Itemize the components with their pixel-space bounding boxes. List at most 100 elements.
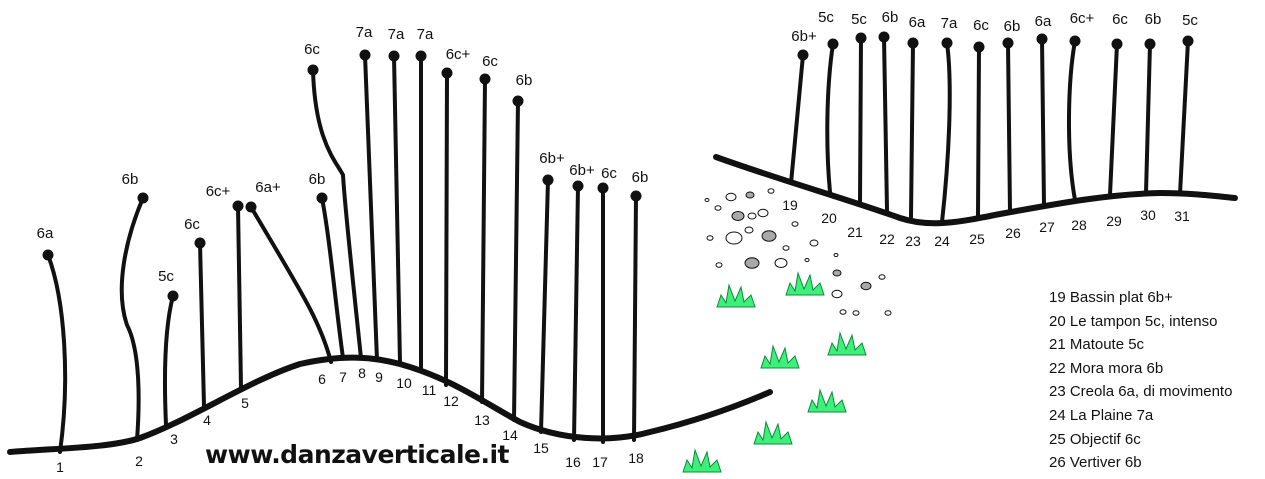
grass-tuft xyxy=(827,331,867,356)
route-anchor-18 xyxy=(630,190,642,202)
grass-tuft xyxy=(760,344,800,369)
route-grade-25: 6c xyxy=(973,17,989,34)
pebble xyxy=(791,221,799,227)
grass-tuft xyxy=(807,388,847,413)
route-line-26 xyxy=(1006,41,1012,214)
route-anchor-8 xyxy=(307,64,319,76)
pebble xyxy=(744,226,754,234)
route-anchor-25 xyxy=(973,41,985,53)
pebble xyxy=(831,289,843,299)
legend-item: 21 Matoute 5c xyxy=(1049,336,1145,354)
route-grade-16: 6b+ xyxy=(569,162,595,179)
route-grade-13: 6c xyxy=(482,53,498,70)
route-number-17: 17 xyxy=(592,454,608,470)
website-label: www.danzaverticale.it xyxy=(205,440,510,469)
route-anchor-24 xyxy=(941,37,953,49)
route-anchor-20 xyxy=(827,38,839,50)
pebble xyxy=(852,310,860,316)
route-number-9: 9 xyxy=(375,369,383,385)
pebble xyxy=(774,258,788,268)
route-grade-20: 5c xyxy=(818,9,834,26)
route-anchor-26 xyxy=(1002,37,1014,49)
route-anchor-7 xyxy=(316,192,328,204)
pebble xyxy=(884,310,892,316)
route-grade-12: 6c+ xyxy=(446,46,471,63)
grass-tuft xyxy=(716,283,756,308)
route-number-14: 14 xyxy=(502,427,518,443)
route-anchor-27 xyxy=(1036,33,1048,45)
pebble xyxy=(809,239,819,247)
route-number-21: 21 xyxy=(847,224,863,240)
route-number-13: 13 xyxy=(474,412,490,428)
pebble xyxy=(714,205,722,211)
pebble xyxy=(725,192,737,202)
route-grade-18: 6b xyxy=(632,169,649,186)
pebble xyxy=(860,281,872,291)
right-sector-base-line xyxy=(713,154,1238,227)
route-number-2: 2 xyxy=(135,453,143,469)
route-number-18: 18 xyxy=(628,450,644,466)
route-grade-3: 5c xyxy=(158,268,174,285)
route-grade-31: 5c xyxy=(1182,12,1198,29)
route-anchor-9 xyxy=(359,49,371,61)
route-grade-9: 7a xyxy=(356,24,373,41)
legend-item: 24 La Plaine 7a xyxy=(1049,406,1154,424)
pebble xyxy=(745,191,755,199)
pebble xyxy=(704,198,710,202)
grass-tuft xyxy=(682,448,722,473)
route-anchor-23 xyxy=(907,37,919,49)
legend-item: 19 Bassin plat 6b+ xyxy=(1049,289,1173,306)
route-number-4: 4 xyxy=(203,412,211,428)
route-number-30: 30 xyxy=(1140,207,1156,223)
route-number-26: 26 xyxy=(1005,225,1021,241)
route-grade-27: 6a xyxy=(1035,13,1052,30)
route-lines xyxy=(46,35,1190,454)
route-line-2 xyxy=(119,196,145,442)
pebble xyxy=(804,258,810,262)
route-anchor-15 xyxy=(542,174,554,186)
legend-item: 20 Le tampon 5c, intenso xyxy=(1049,312,1218,330)
pebble xyxy=(761,230,777,242)
route-grade-14: 6b xyxy=(516,72,533,89)
pebble xyxy=(767,188,775,194)
pebble xyxy=(839,309,847,315)
route-number-6: 6 xyxy=(318,371,326,387)
route-grade-26: 6b xyxy=(1004,18,1021,35)
route-line-12 xyxy=(444,71,449,387)
route-line-28 xyxy=(1066,39,1077,202)
route-grade-30: 6b xyxy=(1145,11,1162,28)
route-line-15 xyxy=(539,178,550,434)
grass-tuft xyxy=(785,271,825,296)
route-line-5 xyxy=(236,204,243,390)
route-line-24 xyxy=(940,41,952,224)
pebble xyxy=(782,245,790,251)
route-grade-8: 6c xyxy=(304,41,320,58)
route-number-1: 1 xyxy=(56,459,64,475)
route-number-3: 3 xyxy=(170,431,178,447)
route-number-15: 15 xyxy=(533,440,549,456)
pebble xyxy=(725,231,743,245)
pebble xyxy=(744,257,760,269)
route-grade-24: 7a xyxy=(941,15,958,32)
route-legend: 19 Bassin plat 6b+ 20 Le tampon 5c, inten… xyxy=(1049,286,1265,479)
route-anchor-29 xyxy=(1111,38,1123,50)
grass-tufts xyxy=(682,271,867,473)
pebble xyxy=(747,212,757,220)
route-line-6 xyxy=(249,205,333,364)
route-grade-5: 6c+ xyxy=(206,183,231,200)
route-grade-19: 6b+ xyxy=(791,28,817,45)
route-grade-29: 6c xyxy=(1112,11,1128,28)
route-line-10 xyxy=(392,54,402,365)
pebble xyxy=(757,208,769,218)
route-grade-21: 5c xyxy=(851,11,867,28)
route-anchor-17 xyxy=(597,182,609,194)
route-number-19: 19 xyxy=(782,197,798,213)
route-anchor-12 xyxy=(441,67,453,79)
route-line-14 xyxy=(512,99,520,422)
route-line-3 xyxy=(162,294,175,427)
route-grade-2: 6b xyxy=(122,171,139,188)
route-anchor-28 xyxy=(1069,35,1081,47)
scree-pebbles xyxy=(704,188,892,316)
